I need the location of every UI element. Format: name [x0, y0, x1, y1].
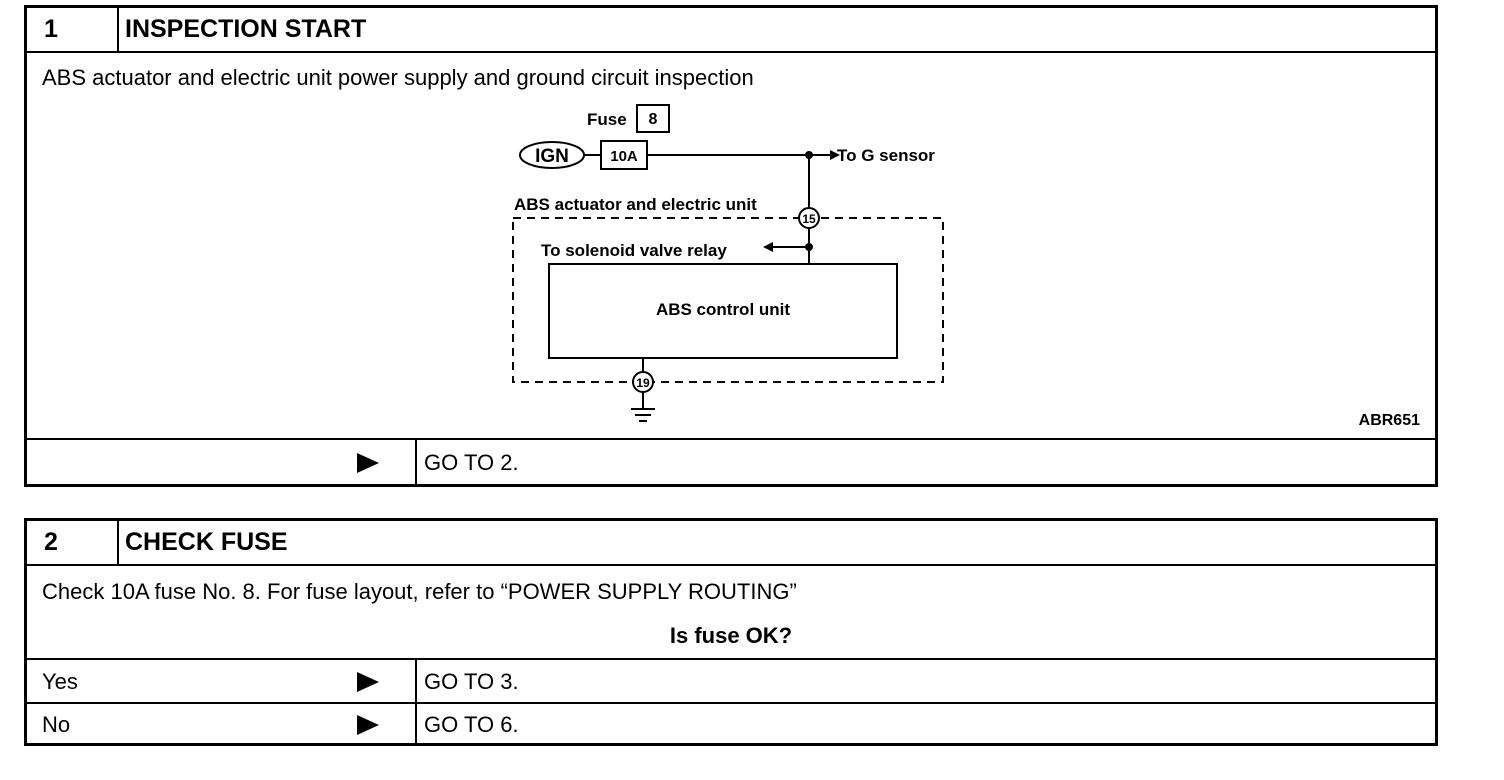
control-unit-box [548, 263, 898, 359]
step-title: CHECK FUSE [125, 528, 288, 556]
circuit-diagram: Fuse 8 IGN 10A To G sensor ABS actuator … [512, 104, 1420, 429]
result-row-yes: Yes GO TO 3. [27, 658, 1435, 702]
step-number: 1 [27, 8, 119, 51]
step-number: 2 [27, 521, 119, 564]
terminal-19-label: 19 [636, 376, 650, 390]
ground-icon [631, 392, 655, 422]
unit-label: ABS actuator and electric unit [514, 195, 757, 214]
question: Is fuse OK? [669, 623, 793, 648]
goto-link[interactable]: GO TO 3. [424, 669, 519, 694]
result-row-no: No GO TO 6. [27, 702, 1435, 743]
to-g-sensor-label: To G sensor [837, 146, 935, 165]
unit-enclosure [512, 217, 944, 383]
control-unit-label: ABS control unit [656, 300, 790, 319]
step-1-header: 1 INSPECTION START [27, 8, 1435, 53]
divider [415, 440, 417, 484]
result-row: GO TO 2. [27, 438, 1435, 484]
step-2-box: 2 CHECK FUSE Check 10A fuse No. 8. For f… [24, 518, 1438, 746]
arrow-right-icon [357, 453, 379, 473]
answer-label: No [42, 712, 71, 737]
terminal-15-label: 15 [802, 212, 816, 226]
step-description: Check 10A fuse No. 8. For fuse layout, r… [42, 579, 797, 604]
arrow-right-icon [357, 672, 379, 692]
figure-id: ABR651 [1359, 412, 1420, 429]
step-1-box: 1 INSPECTION START ABS actuator and elec… [24, 5, 1438, 487]
to-solenoid-label: To solenoid valve relay [541, 241, 727, 260]
arrow-right-icon [357, 715, 379, 735]
divider [415, 704, 417, 743]
divider [415, 660, 417, 702]
arrow-right-icon [830, 150, 840, 160]
ign-label: IGN [535, 146, 569, 167]
fuse-number-box [636, 104, 670, 133]
fuse-label: Fuse [587, 110, 627, 129]
answer-label: Yes [42, 669, 78, 694]
step-title: INSPECTION START [125, 15, 367, 43]
fuse-rating: 10A [610, 148, 638, 165]
step-description: ABS actuator and electric unit power sup… [42, 65, 754, 90]
fuse-number: 8 [649, 111, 658, 128]
goto-link[interactable]: GO TO 2. [424, 450, 519, 475]
step-2-header: 2 CHECK FUSE [27, 521, 1435, 566]
goto-link[interactable]: GO TO 6. [424, 712, 519, 737]
arrow-left-icon [763, 242, 773, 252]
